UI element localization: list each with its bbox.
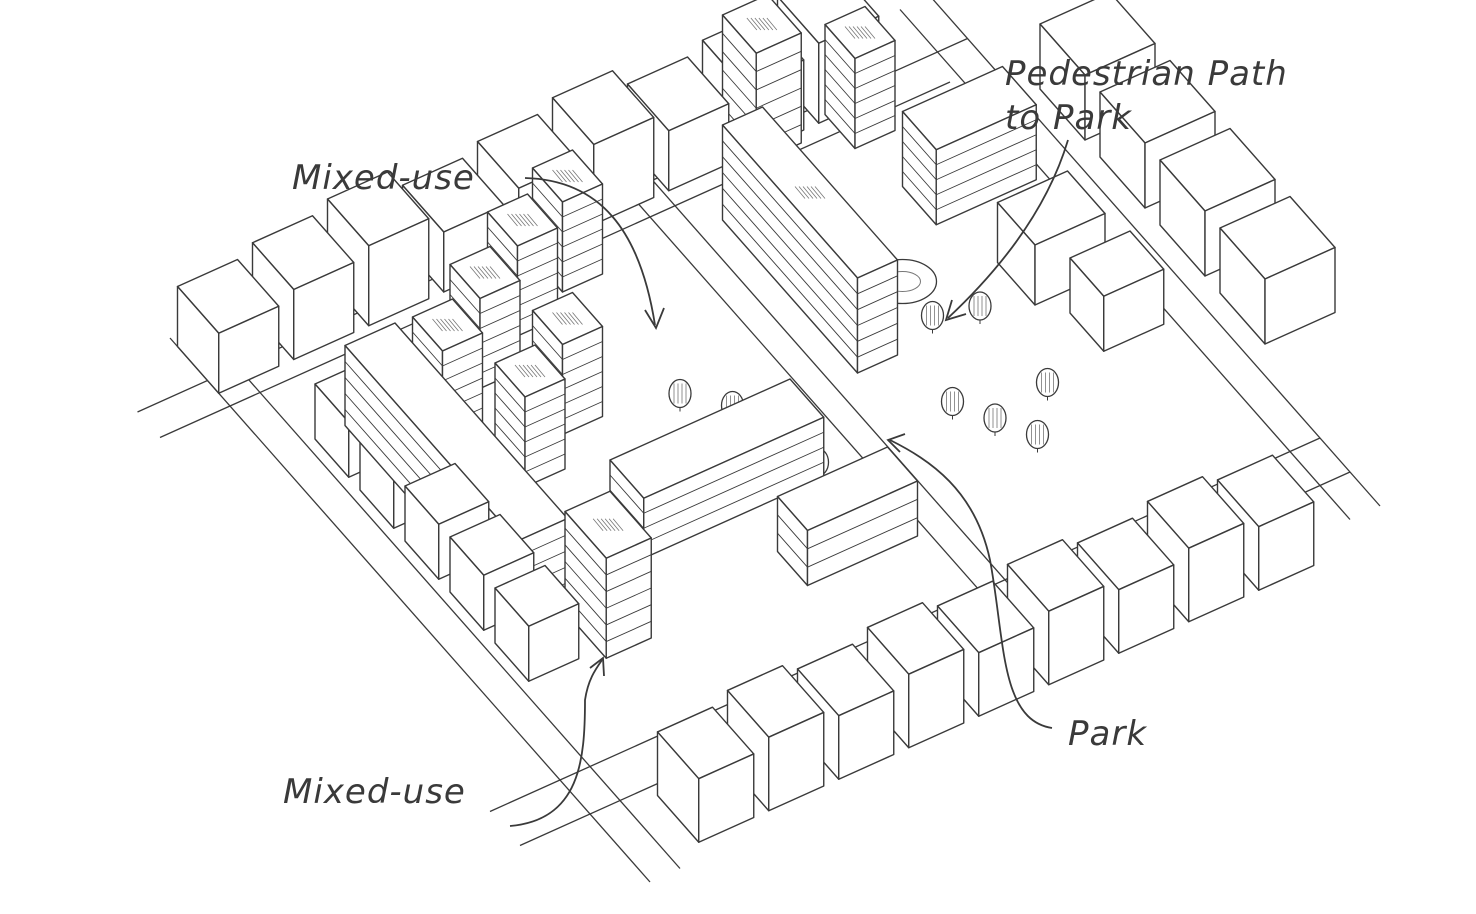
house xyxy=(176,258,280,394)
label-pedestrian-path-line2: to Park xyxy=(1005,98,1132,138)
tree-icon xyxy=(968,291,992,321)
tree-icon xyxy=(1025,419,1050,450)
mixed-use-building xyxy=(721,106,899,374)
tree-icon xyxy=(1035,367,1060,398)
label-park: Park xyxy=(1068,714,1148,754)
house xyxy=(1219,195,1336,345)
mixed-use-building xyxy=(824,5,896,150)
house xyxy=(1069,230,1165,352)
street-edge xyxy=(199,324,681,869)
arrow-park xyxy=(889,439,1053,729)
tree-icon xyxy=(940,386,965,417)
arrow-mixed-use-top xyxy=(524,177,656,326)
arrowhead-park xyxy=(886,433,906,453)
house xyxy=(866,601,965,749)
mixed-use-building xyxy=(776,446,919,587)
tree-icon xyxy=(920,300,945,331)
label-pedestrian-path-line1: Pedestrian Path xyxy=(1005,54,1288,94)
label-pedestrian-path: Pedestrian Path to Park xyxy=(1005,52,1288,140)
annotation-arrows xyxy=(509,139,1069,827)
street-edge xyxy=(589,148,1041,660)
house xyxy=(1146,475,1245,623)
label-mixed-use-bottom: Mixed-use xyxy=(283,772,466,812)
house xyxy=(656,706,755,843)
mixed-use-building xyxy=(901,65,1037,226)
arrow-pedestrian-path xyxy=(947,139,1069,319)
arrowhead-pedestrian-path xyxy=(944,299,967,322)
tree-icon xyxy=(983,403,1007,433)
arrowhead-mixed-use-bottom xyxy=(589,656,605,677)
arrow-mixed-use-bottom xyxy=(509,659,603,827)
house xyxy=(796,643,895,780)
arrowhead-mixed-use-top xyxy=(644,307,665,331)
house xyxy=(494,564,580,682)
buildings xyxy=(176,0,1336,843)
tree-icon xyxy=(668,378,692,409)
label-mixed-use-top: Mixed-use xyxy=(292,158,475,198)
